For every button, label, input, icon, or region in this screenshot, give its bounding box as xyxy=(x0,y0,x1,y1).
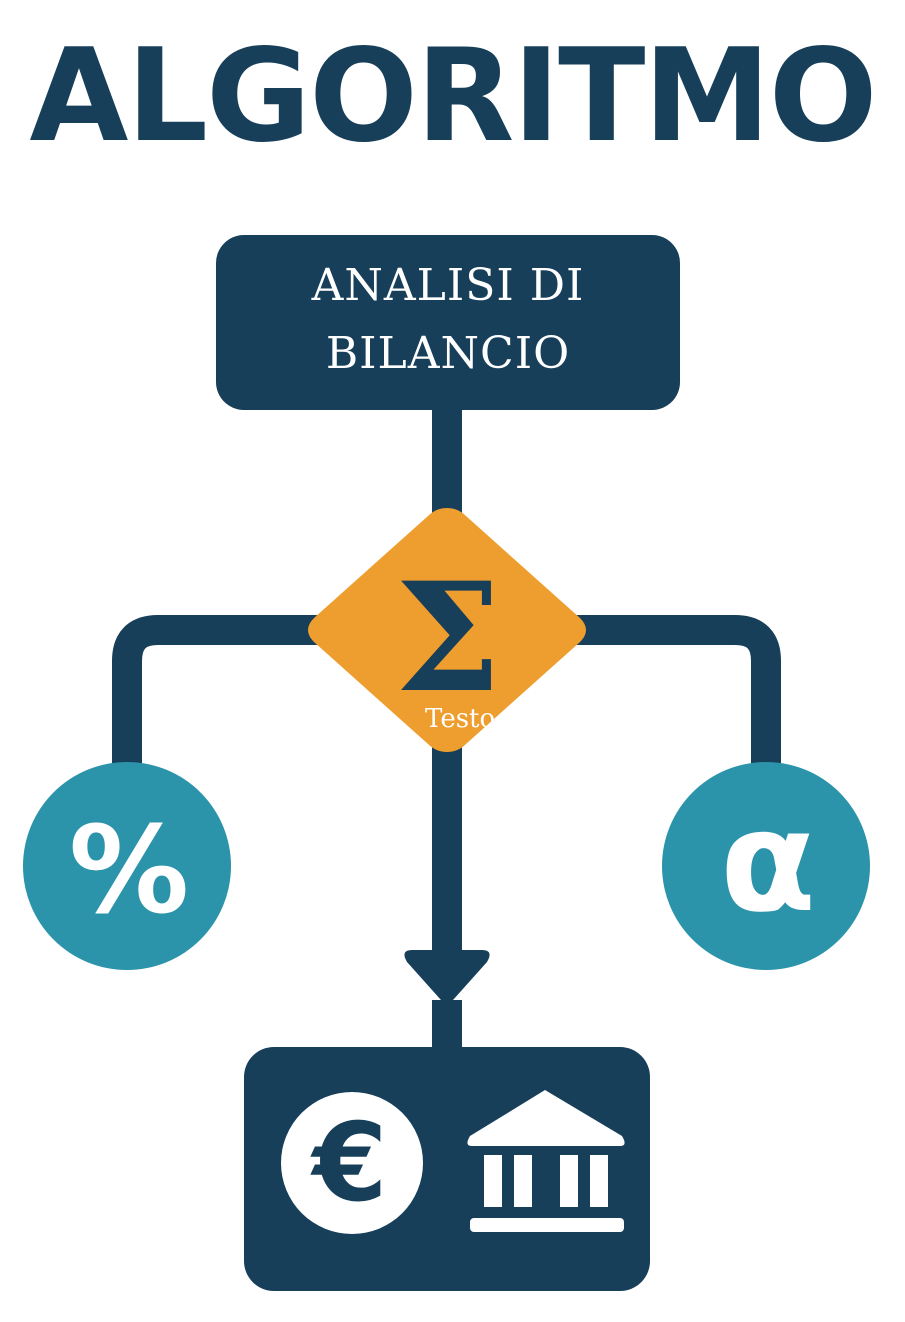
right-circle: α xyxy=(662,762,870,970)
page-title: ALGORITMO xyxy=(29,22,877,171)
arrow-down-icon xyxy=(404,950,490,1004)
flow-connectors xyxy=(112,400,781,1060)
decision-diamond: Σ Testo xyxy=(308,508,586,752)
left-circle: % xyxy=(23,762,231,970)
sigma-icon: Σ xyxy=(395,550,501,726)
alpha-icon: α xyxy=(720,781,816,944)
diamond-caption: Testo xyxy=(425,704,495,734)
bank-icon xyxy=(467,1090,625,1232)
connector-right xyxy=(564,615,781,770)
euro-coin-icon: € xyxy=(281,1092,423,1234)
percent-icon: % xyxy=(69,802,189,941)
bottom-box: € xyxy=(244,1047,650,1291)
top-box-line1: ANALISI DI xyxy=(311,260,585,311)
connector-left xyxy=(112,615,330,770)
top-box-line2: BILANCIO xyxy=(326,328,570,379)
top-box: ANALISI DI BILANCIO xyxy=(216,235,680,410)
euro-symbol: € xyxy=(309,1101,387,1226)
